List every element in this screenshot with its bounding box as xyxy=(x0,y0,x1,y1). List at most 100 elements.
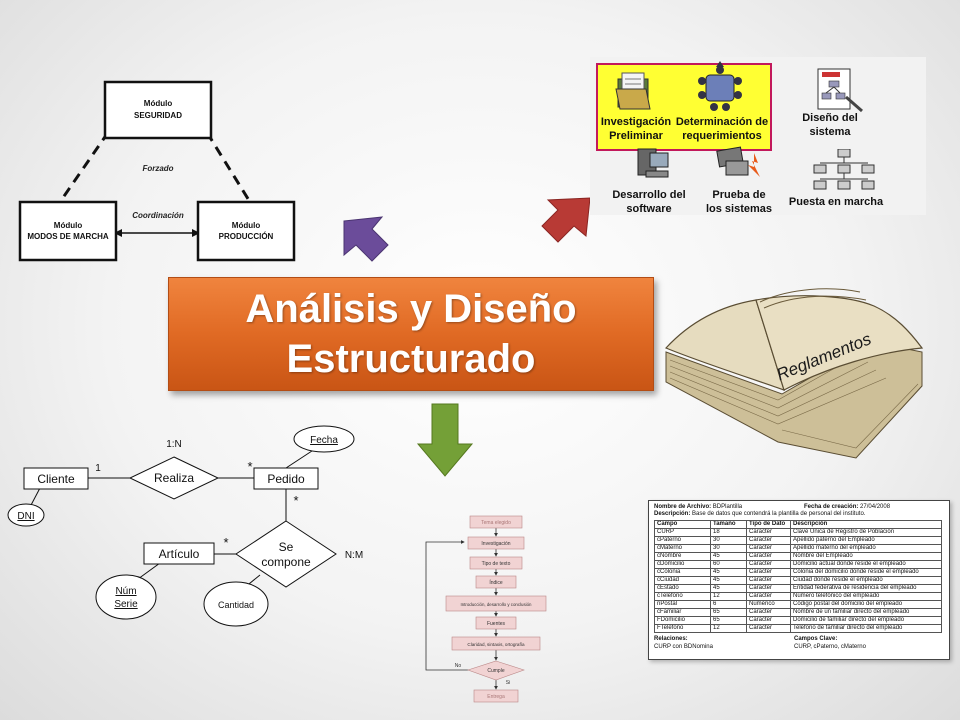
table-cell: cEstado xyxy=(654,584,711,593)
date-label: Fecha de creación: xyxy=(804,504,859,510)
table-cell: Ciudad donde reside el empleado xyxy=(790,576,942,585)
flow-step-6-box xyxy=(475,616,517,630)
coordination-arrowhead-right xyxy=(192,229,200,237)
table-cell: cTelefono xyxy=(654,592,711,601)
table-cell: Caracter xyxy=(746,616,791,625)
table-cell: cDomicilio xyxy=(654,560,711,569)
module-modes-box xyxy=(18,200,118,262)
table-cell: Caracter xyxy=(746,536,791,545)
module-security-line2: SEGURIDAD xyxy=(134,111,182,120)
flow-step-5-box xyxy=(445,595,547,612)
system-design-icon xyxy=(817,68,863,113)
table-cell: FDomicilio xyxy=(654,616,711,625)
attr-fecha: Fecha xyxy=(310,435,338,446)
table-cell: Numérico xyxy=(746,600,791,609)
doc-meta: Nombre de Archivo: BDPlantilla Fecha de … xyxy=(649,501,949,518)
attr-num-serie-line1: Núm xyxy=(115,586,136,597)
table-cell: Caracter xyxy=(746,624,791,633)
table-cell: Domicilio de familiar directo del emplea… xyxy=(790,616,942,625)
table-cell: cPaterno xyxy=(654,536,711,545)
attr-dni-ellipse xyxy=(7,503,45,527)
table-cell: Caracter xyxy=(746,592,791,601)
attr-num-serie-ellipse xyxy=(95,574,157,620)
entity-cliente-box xyxy=(23,467,89,490)
arrow-red-icon xyxy=(541,197,591,243)
table-cell: cFamiliar xyxy=(654,608,711,617)
table-cell: cColonia xyxy=(654,568,711,577)
folder-icon xyxy=(615,72,651,110)
module-security-line1: Módulo xyxy=(144,99,173,108)
module-production-box xyxy=(196,200,296,262)
table-cell: 65 xyxy=(710,608,747,617)
book-illustration: Reglamentos xyxy=(664,288,924,459)
relation-realiza-diamond xyxy=(128,456,220,500)
file-value: BDPlantilla xyxy=(712,504,743,510)
keys-value: CURP, cPaterno, cMaterno xyxy=(794,644,866,650)
entity-pedido-box xyxy=(253,467,319,490)
table-cell: 30 xyxy=(710,544,747,553)
cardinality-star-articulo: * xyxy=(223,535,228,550)
desc-label: Descripción: xyxy=(654,511,691,517)
table-cell: FTelefono xyxy=(654,624,711,633)
flow-step-9-box xyxy=(473,689,519,703)
fields-table: Campo Tamaño Tipo de Dato Descripción CU… xyxy=(654,520,942,633)
relations-value: CURP con BDNomina xyxy=(654,644,713,650)
relations-row: Relaciones: Campos Clave: xyxy=(649,635,949,643)
table-cell: 45 xyxy=(710,584,747,593)
title-line1: Análisis y Diseño xyxy=(245,287,577,331)
relation-se-compone-line1: Se xyxy=(279,540,294,554)
module-diagram: Módulo SEGURIDAD Módulo MODOS DE MARCHA … xyxy=(18,80,296,262)
coordination-label: Coordinación xyxy=(132,211,184,220)
table-cell: 12 xyxy=(710,624,747,633)
attr-dni: DNI xyxy=(17,511,34,522)
table-cell: Colonia del domicilio donde reside el em… xyxy=(790,568,942,577)
flow-step-4-box xyxy=(475,575,517,589)
flow-step-1-box xyxy=(469,515,523,529)
module-production-line1: Módulo xyxy=(232,221,261,230)
table-cell: Caracter xyxy=(746,584,791,593)
attr-fecha-ellipse xyxy=(293,425,355,453)
flowchart: Tema elegido Investigación Tipo de texto… xyxy=(425,515,547,703)
table-header-cell: Campo xyxy=(654,520,711,529)
relations-label: Relaciones: xyxy=(654,636,688,642)
table-cell: 60 xyxy=(710,560,747,569)
flow-no-label: No xyxy=(455,663,462,669)
meeting-table-icon xyxy=(698,61,742,111)
table-header-cell: Descripción xyxy=(790,520,942,529)
table-header-row: Campo Tamaño Tipo de Dato Descripción xyxy=(654,520,942,529)
flow-yes-label: Si xyxy=(506,680,510,686)
table-cell: cCiudad xyxy=(654,576,711,585)
table-cell: Nombre de un familiar directo del emplea… xyxy=(790,608,942,617)
arrow-red xyxy=(541,197,591,243)
entity-pedido: Pedido xyxy=(267,472,305,486)
arrow-purple-icon xyxy=(343,216,389,262)
date-value: 27/04/2008 xyxy=(860,504,891,510)
flow-step-1: Tema elegido xyxy=(481,520,511,526)
table-cell: Número telefónico del empleado xyxy=(790,592,942,601)
table-cell: Apellido materno del empleado xyxy=(790,544,942,553)
table-cell: 6 xyxy=(710,600,747,609)
flow-step-5: Introducción, desarrollo y conclusión xyxy=(460,602,532,607)
module-security-box xyxy=(103,80,213,140)
table-cell: Caracter xyxy=(746,544,791,553)
data-dictionary-document: Nombre de Archivo: BDPlantilla Fecha de … xyxy=(648,500,950,660)
flow-step-7: Claridad, sintaxis, ortografía xyxy=(467,642,525,647)
table-cell: Telefono de familiar directo del emplead… xyxy=(790,624,942,633)
title-box: Análisis y Diseño Estructurado xyxy=(168,277,654,391)
table-cell: cNombre xyxy=(654,552,711,561)
table-cell: Caracter xyxy=(746,568,791,577)
arrow-green-icon xyxy=(416,403,474,477)
entity-articulo-box xyxy=(143,542,215,565)
